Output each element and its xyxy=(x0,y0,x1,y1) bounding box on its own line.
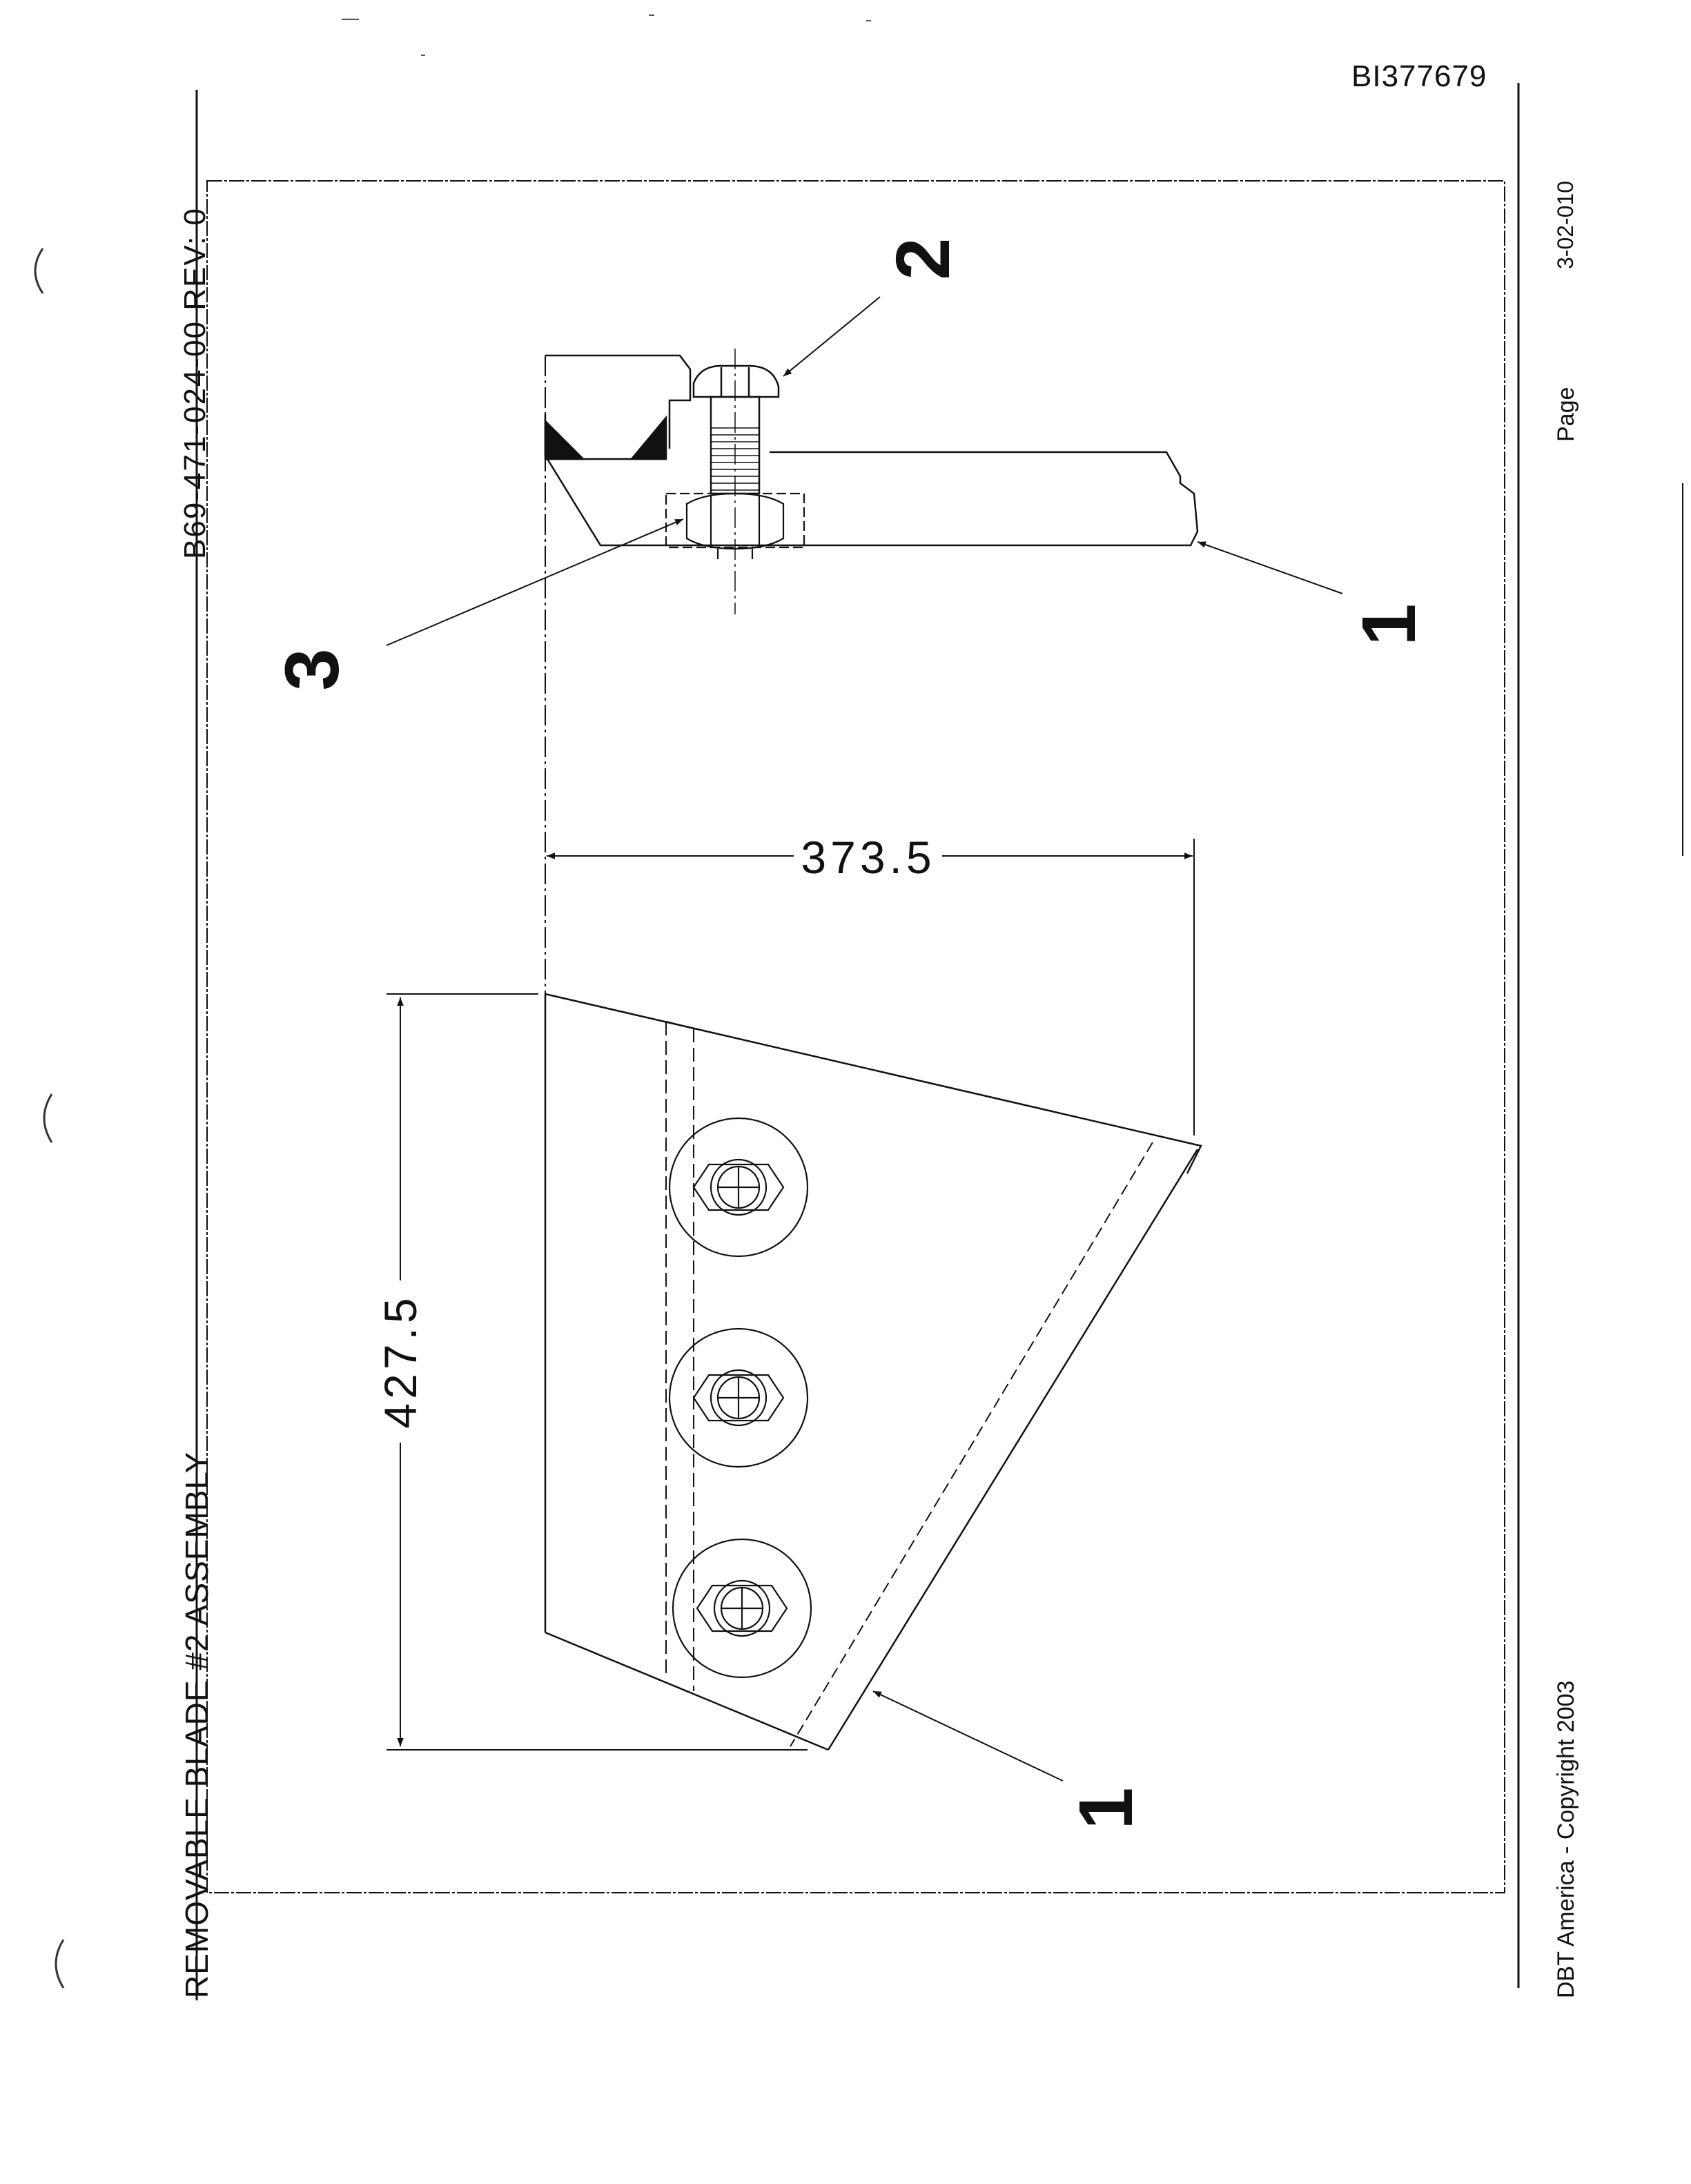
dimension-height-label: 427.5 xyxy=(375,1294,426,1428)
drawing-border xyxy=(206,180,1505,1893)
callout-blade-side: 1 xyxy=(1347,603,1431,645)
callout-bolt: 2 xyxy=(881,237,966,280)
document-id: BI377679 xyxy=(1351,59,1487,93)
bolt-head-3 xyxy=(672,1538,812,1679)
blade-front-view xyxy=(544,839,1202,1751)
dimension-height xyxy=(387,993,808,1751)
bolt-head-1 xyxy=(668,1117,809,1258)
callout-blade-front: 1 xyxy=(1064,1787,1148,1829)
scan-hole-marks xyxy=(34,248,65,1989)
scan-dust xyxy=(342,14,871,56)
blade-side-view xyxy=(544,354,1199,994)
title-block-lines xyxy=(195,83,1683,2000)
bolt xyxy=(692,349,780,614)
nut xyxy=(665,492,805,559)
bolt-head-2 xyxy=(668,1327,809,1468)
leader-lines xyxy=(386,296,1343,1782)
callout-nut: 3 xyxy=(270,648,355,690)
dimension-width-label: 373.5 xyxy=(801,832,935,883)
